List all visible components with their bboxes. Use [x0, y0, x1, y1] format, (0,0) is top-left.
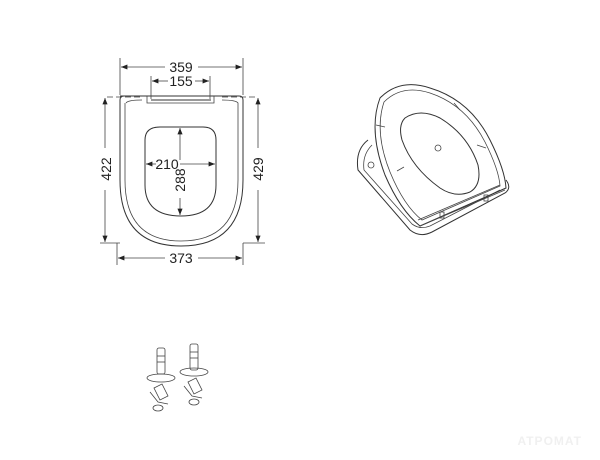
dim-210: 210: [155, 156, 179, 172]
dim-359: 359: [169, 59, 193, 75]
dim-422: 422: [98, 157, 114, 181]
hinge-parts: [146, 343, 209, 412]
dim-155: 155: [169, 73, 193, 89]
seat-opening: [144, 126, 217, 217]
dim-288: 288: [172, 168, 188, 192]
seat-inner-rim: [124, 99, 239, 242]
perspective-view: [357, 84, 510, 236]
front-view: 359 155 422 429 373 210 288: [98, 58, 266, 266]
seat-lid-outline: [374, 84, 507, 227]
seat-outline: [119, 95, 244, 247]
hinge-right: [179, 343, 209, 406]
dim-429: 429: [250, 157, 266, 181]
hinge-left: [146, 347, 176, 412]
watermark: ATPOMAT: [517, 434, 582, 448]
dim-373: 373: [169, 250, 193, 266]
